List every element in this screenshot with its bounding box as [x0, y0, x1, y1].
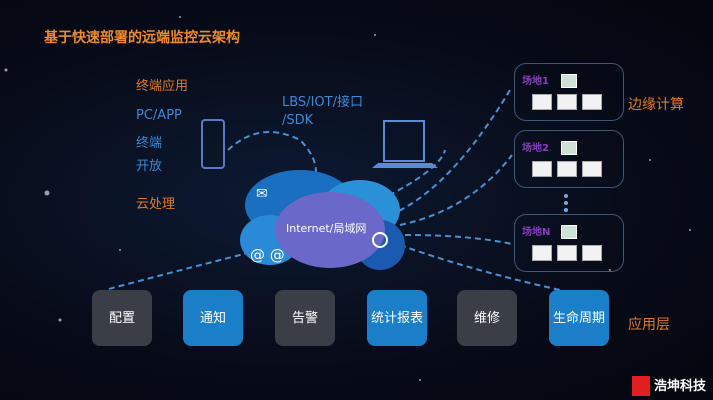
- device-icon: [532, 94, 552, 110]
- site-2: 场地2: [514, 130, 624, 188]
- controller-icon: [561, 74, 577, 88]
- signal-icon: [372, 232, 388, 248]
- device-icon: [532, 245, 552, 261]
- device-icon: [582, 245, 602, 261]
- lifecycle-button[interactable]: 生命周期: [549, 290, 609, 346]
- label-terminal-app: 终端应用: [136, 79, 189, 94]
- edge-computing-label: 边缘计算: [628, 97, 684, 113]
- statistics-report-button[interactable]: 统计报表: [367, 290, 427, 346]
- repair-button[interactable]: 维修: [457, 290, 517, 346]
- device-icon: [557, 161, 577, 177]
- label-terminal: 终端: [136, 136, 163, 151]
- label-pc-app: PC/APP: [136, 108, 182, 123]
- mail-icon: ✉: [256, 186, 268, 202]
- cloud-shape: [240, 170, 405, 270]
- device-icon: [532, 161, 552, 177]
- laptop-icon: [383, 120, 425, 162]
- device-icon: [582, 94, 602, 110]
- site-label: 场地1: [522, 76, 549, 87]
- device-icon: [557, 94, 577, 110]
- site-1: 场地1: [514, 63, 624, 121]
- site-label: 场地N: [522, 227, 551, 238]
- cloud-label: Internet/局域网: [286, 222, 367, 235]
- config-button[interactable]: 配置: [92, 290, 152, 346]
- app-layer-label: 应用层: [628, 317, 670, 333]
- phone-icon: [201, 119, 225, 169]
- notify-button[interactable]: 通知: [183, 290, 243, 346]
- label-cloud-processing: 云处理: [136, 197, 176, 212]
- logo-icon: [632, 376, 650, 396]
- device-icon: [582, 161, 602, 177]
- page-title: 基于快速部署的远端监控云架构: [44, 30, 240, 46]
- at-icon: @ @: [250, 246, 285, 264]
- site-n: 场地N: [514, 214, 624, 272]
- device-icon: [557, 245, 577, 261]
- logo-text: 浩坤科技: [654, 379, 707, 394]
- site-label: 场地2: [522, 143, 549, 154]
- label-interface: LBS/IOT/接口 /SDK: [282, 95, 363, 128]
- label-open: 开放: [136, 159, 163, 174]
- controller-icon: [561, 141, 577, 155]
- alarm-button[interactable]: 告警: [275, 290, 335, 346]
- controller-icon: [561, 225, 577, 239]
